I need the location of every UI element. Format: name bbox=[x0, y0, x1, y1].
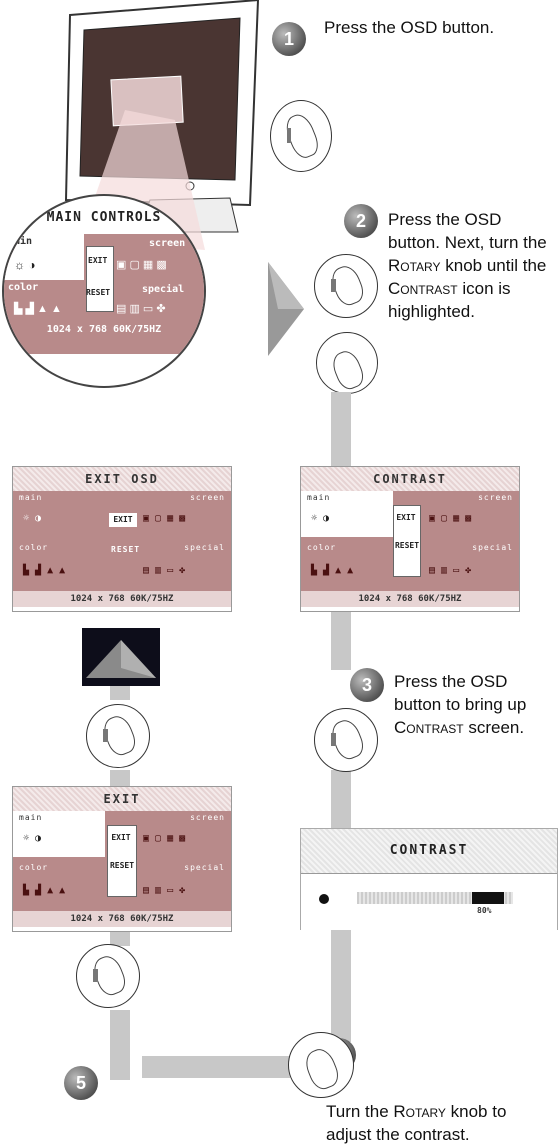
osd-special-label: special bbox=[184, 543, 225, 552]
osd-contrast: CONTRAST main screen color special EXIT … bbox=[300, 466, 520, 612]
osd-main-label: main bbox=[19, 813, 43, 822]
osd-exit-label: EXIT bbox=[109, 513, 137, 527]
osd-screen-label: screen bbox=[190, 493, 225, 502]
contrast-bar-marker bbox=[472, 892, 504, 904]
osd-screen-icons: ▣ ▢ ▦ ▩ bbox=[143, 833, 186, 844]
osd-main-label: main bbox=[307, 493, 331, 502]
osd-special-label: special bbox=[472, 543, 513, 552]
osd-color-icons: ▙ ▟ ▲ ▲ bbox=[23, 565, 66, 576]
finger-press-icon bbox=[314, 254, 378, 318]
osd-color-label: color bbox=[19, 543, 49, 552]
osd-exit: EXIT main screen color special EXIT RESE… bbox=[12, 786, 232, 932]
osd-mid-box bbox=[393, 505, 421, 577]
zoom-special-label: special bbox=[142, 284, 185, 295]
osd-special-icons: ▤ ▥ ▭ ✤ bbox=[429, 565, 472, 576]
osd-screen-label: screen bbox=[190, 813, 225, 822]
osd-exit-label: EXIT bbox=[396, 513, 416, 522]
connector bbox=[142, 1056, 290, 1078]
zoom-title: MAIN CONTROLS bbox=[46, 210, 162, 225]
osd-footer: 1024 x 768 60K/75HZ bbox=[13, 591, 231, 607]
step-3-text: Press the OSD button to bring up Contras… bbox=[394, 672, 527, 737]
finger-press-icon bbox=[270, 100, 332, 172]
osd-main-icons: ☼ ◑ bbox=[23, 833, 42, 844]
step-2-text: Press the OSD button. Next, turn the Rot… bbox=[388, 210, 547, 321]
osd-color-label: color bbox=[19, 863, 49, 872]
osd-footer: 1024 x 768 60K/75HZ bbox=[301, 591, 519, 607]
rotary-knob-icon bbox=[288, 1032, 354, 1098]
connector bbox=[331, 392, 351, 470]
osd-title: CONTRAST bbox=[301, 467, 519, 491]
zoom-icons-main: ☼ ◑ bbox=[14, 258, 36, 272]
finger-press-icon bbox=[314, 708, 378, 772]
zoom-icons-special: ▤ ▥ ▭ ✤ bbox=[116, 303, 166, 315]
osd-main-label: main bbox=[19, 493, 43, 502]
osd-exit-label: EXIT bbox=[111, 833, 131, 842]
osd-color-label: color bbox=[307, 543, 337, 552]
osd-screen-icons: ▣ ▢ ▦ ▩ bbox=[429, 513, 472, 524]
step-1-text: Press the OSD button. bbox=[324, 18, 495, 37]
contrast-value: 80% bbox=[477, 906, 492, 915]
connector bbox=[110, 770, 130, 788]
zoom-icons-screen: ▣ ▢ ▦ ▩ bbox=[116, 259, 167, 271]
osd-title: EXIT bbox=[13, 787, 231, 811]
zoom-reset-label: RESET bbox=[86, 288, 111, 297]
zoom-footer: 1024 x 768 60K/75HZ bbox=[46, 324, 162, 335]
connector bbox=[110, 686, 130, 700]
finger-press-icon bbox=[76, 944, 140, 1008]
osd-screen-icons: ▣ ▢ ▦ ▩ bbox=[143, 513, 186, 524]
contrast-screen-title: CONTRAST bbox=[301, 829, 557, 873]
arrow-up-icon bbox=[82, 628, 160, 686]
main-controls-zoom: MAIN CONTROLS main screen color special … bbox=[2, 194, 206, 388]
osd-color-icons: ▙ ▟ ▲ ▲ bbox=[311, 565, 354, 576]
connector bbox=[331, 930, 351, 1042]
step-2-badge: 2 bbox=[344, 204, 378, 238]
osd-reset-label: RESET bbox=[109, 861, 135, 870]
rotary-knob-icon bbox=[316, 332, 378, 394]
connector bbox=[110, 932, 130, 946]
zoom-exit-label: EXIT bbox=[88, 256, 108, 265]
osd-main-icons: ☼ ◑ bbox=[311, 513, 330, 524]
contrast-icon bbox=[319, 894, 329, 904]
osd-mid-box bbox=[107, 825, 137, 897]
step-3-badge: 3 bbox=[350, 668, 384, 702]
step-1-badge: 1 bbox=[272, 22, 306, 56]
contrast-screen: CONTRAST 80% bbox=[300, 828, 558, 930]
finger-press-icon bbox=[86, 704, 150, 768]
connector bbox=[110, 1010, 130, 1080]
osd-special-icons: ▤ ▥ ▭ ✤ bbox=[143, 565, 186, 576]
zoom-mid-box bbox=[86, 246, 114, 312]
osd-reset-label: RESET bbox=[394, 541, 420, 550]
zoom-screen-label: screen bbox=[149, 238, 186, 249]
osd-exit-osd: EXIT OSD main screen color special EXIT … bbox=[12, 466, 232, 612]
osd-reset-label: RESET bbox=[111, 545, 141, 554]
osd-special-label: special bbox=[184, 863, 225, 872]
osd-title: EXIT OSD bbox=[13, 467, 231, 491]
connector bbox=[331, 612, 351, 670]
arrow-right-icon bbox=[268, 262, 304, 356]
contrast-bar-track bbox=[357, 892, 513, 904]
step-4-text: Turn the Rotary knob to adjust the contr… bbox=[326, 1102, 507, 1144]
zoom-main-label: main bbox=[8, 236, 33, 247]
osd-color-icons: ▙ ▟ ▲ ▲ bbox=[23, 885, 66, 896]
zoom-icons-color: ▙ ▟ ▲ ▲ bbox=[14, 303, 62, 315]
osd-screen-label: screen bbox=[478, 493, 513, 502]
osd-special-icons: ▤ ▥ ▭ ✤ bbox=[143, 885, 186, 896]
osd-footer: 1024 x 768 60K/75HZ bbox=[13, 911, 231, 927]
zoom-color-label: color bbox=[8, 282, 39, 293]
step-5-badge: 5 bbox=[64, 1066, 98, 1100]
connector bbox=[331, 770, 351, 830]
osd-main-icons: ☼ ◑ bbox=[23, 513, 42, 524]
